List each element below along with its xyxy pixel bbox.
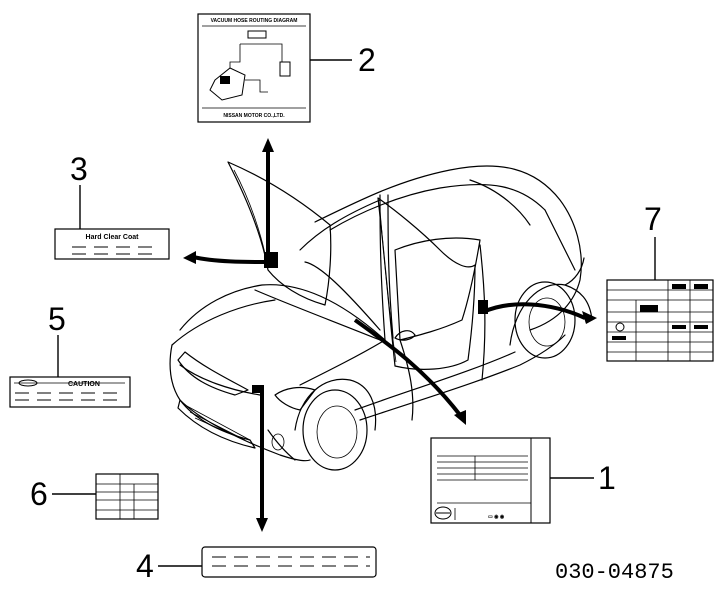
callout-4: 4 (136, 548, 154, 584)
placard-icons: ▭ ◉ ◉ (488, 514, 505, 520)
vacuum-footer: NISSAN MOTOR CO.,LTD. (223, 113, 285, 119)
callout-1: 1 (598, 460, 616, 496)
callout-5: 5 (48, 301, 66, 337)
callout-3: 3 (70, 151, 88, 187)
open-hood (227, 161, 332, 306)
hard-clear-coat-text: Hard Clear Coat (86, 234, 140, 241)
label-2-vacuum-hose-diagram: VACUUM HOSE ROUTING DIAGRAM NISSAN MOTOR… (197, 13, 311, 123)
vacuum-title: VACUUM HOSE ROUTING DIAGRAM (211, 18, 298, 24)
arrow-to-label-7 (482, 302, 586, 320)
car-illustration (169, 165, 593, 471)
label-4-strip-label (201, 546, 377, 578)
label-7-tire-placard (606, 279, 714, 362)
arrows (183, 138, 597, 532)
label-1-info-placard: ▭ ◉ ◉ (430, 437, 551, 524)
part-number: 030-04875 (555, 560, 674, 585)
callout-2: 2 (358, 42, 376, 78)
open-door (377, 197, 476, 370)
label-3-hard-clear-coat: Hard Clear Coat (54, 228, 170, 260)
callout-7: 7 (644, 201, 662, 237)
arrow-to-label-1 (353, 318, 462, 417)
caution-text: CAUTION (68, 381, 100, 388)
label-5-caution: CAUTION (9, 376, 131, 408)
arrow-head-2 (262, 138, 274, 152)
callout-6: 6 (30, 476, 48, 512)
label-6-grid-label (95, 473, 159, 520)
arrow-to-label-3 (192, 255, 269, 264)
